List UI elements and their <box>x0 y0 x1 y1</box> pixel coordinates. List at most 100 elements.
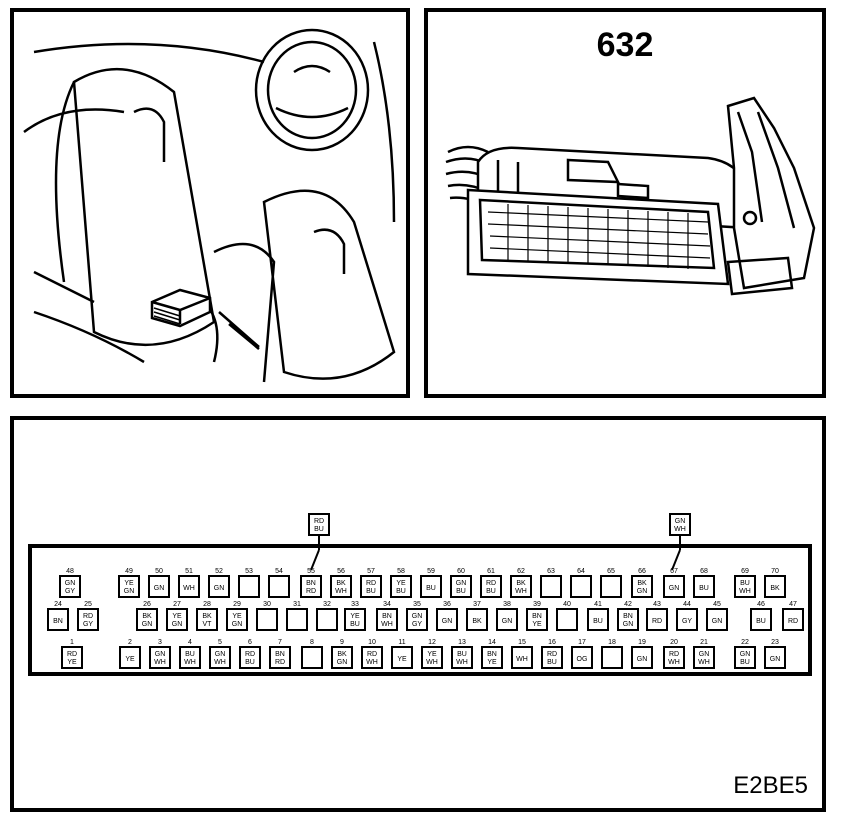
wire-color: BU <box>185 651 195 658</box>
pin-number: 6 <box>248 639 252 646</box>
wire-color: GY <box>65 588 75 595</box>
pin-cell <box>406 608 428 631</box>
seat-location-illustration <box>10 8 410 398</box>
pin-number: 8 <box>310 639 314 646</box>
pin-number: 15 <box>518 639 526 646</box>
pin-number: 68 <box>700 568 708 575</box>
pin-cell <box>118 575 140 598</box>
connector-pin: 65 <box>600 568 622 598</box>
wire-color: BN <box>382 613 392 620</box>
connector-pin: 63 <box>540 568 562 598</box>
pin-number: 58 <box>397 568 405 575</box>
wire-color: YE <box>124 580 134 587</box>
wire-color: GN <box>637 656 648 663</box>
pin-cell <box>239 646 261 669</box>
pin-cell <box>631 646 653 669</box>
wire-color: RD <box>275 659 285 666</box>
pin-cell <box>316 608 338 631</box>
connector-pin: 32 <box>316 601 338 631</box>
pin-cell <box>510 575 532 598</box>
wire-color: WH <box>668 659 680 666</box>
pin-number: 24 <box>54 601 62 608</box>
pin-cell <box>376 608 398 631</box>
wire-color: RD <box>486 580 496 587</box>
pin-cell <box>301 646 323 669</box>
pin-cell <box>676 608 698 631</box>
pin-cell <box>706 608 728 631</box>
pin-number: 59 <box>427 568 435 575</box>
wire-color: GN <box>412 613 423 620</box>
pin-cell <box>601 646 623 669</box>
leader-line <box>310 549 320 571</box>
wire-color: WH <box>674 526 686 533</box>
pin-cell <box>77 608 99 631</box>
pin-cell <box>59 575 81 598</box>
pin-cell <box>61 646 83 669</box>
wire-color: GN <box>712 618 723 625</box>
pin-cell <box>136 608 158 631</box>
pin-number: 32 <box>323 601 331 608</box>
pin-cell <box>268 575 290 598</box>
pin-number: 54 <box>275 568 283 575</box>
pin-number: 45 <box>713 601 721 608</box>
pin-number: 17 <box>578 639 586 646</box>
pin-cell <box>693 575 715 598</box>
wire-color: GN <box>623 621 634 628</box>
pin-cell <box>451 646 473 669</box>
pin-number: 19 <box>638 639 646 646</box>
wire-color: GY <box>83 621 93 628</box>
wire-color: RD <box>67 651 77 658</box>
connector-pin: 31 <box>286 601 308 631</box>
pin-number: 35 <box>413 601 421 608</box>
pin-cell <box>178 575 200 598</box>
pin-cell <box>331 646 353 669</box>
connector-pin: 2YE <box>119 639 141 669</box>
wire-color: BU <box>740 659 750 666</box>
pin-number: 42 <box>624 601 632 608</box>
pin-cell <box>300 575 322 598</box>
wire-color: YE <box>427 651 437 658</box>
connector-outline <box>28 544 812 676</box>
pin-cell <box>782 608 804 631</box>
wire-color: RD <box>652 618 662 625</box>
pin-number: 46 <box>757 601 765 608</box>
pin-cell <box>226 608 248 631</box>
pin-number: 33 <box>351 601 359 608</box>
pin-cell <box>764 646 786 669</box>
pin-number: 4 <box>188 639 192 646</box>
wire-color: WH <box>739 588 751 595</box>
wire-color: BU <box>245 659 255 666</box>
pin-number: 22 <box>741 639 749 646</box>
wire-color: RD <box>788 618 798 625</box>
wire-color: BK <box>337 651 347 658</box>
pin-cell <box>256 608 278 631</box>
wire-color: RD <box>314 518 324 525</box>
wire-color: GN <box>502 618 513 625</box>
pin-cell <box>421 646 443 669</box>
wire-color: BN <box>275 651 285 658</box>
wire-color: WH <box>426 659 438 666</box>
wire-color: BK <box>637 580 647 587</box>
wire-color: GN <box>699 651 710 658</box>
pin-number: 23 <box>771 639 779 646</box>
